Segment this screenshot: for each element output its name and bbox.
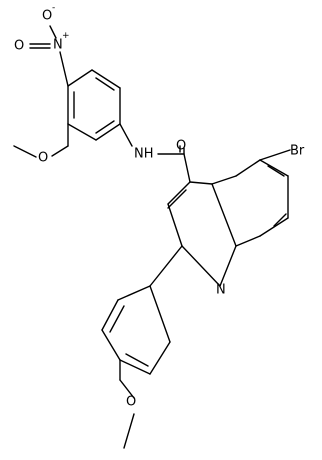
- carbonyl-o-label: O: [176, 139, 186, 154]
- nitro-o-minus-charge: -: [52, 3, 55, 13]
- amide-nh-label: NH: [134, 147, 154, 162]
- quinoline-n-label: N: [216, 283, 226, 298]
- methoxy1-o-label: O: [38, 151, 48, 166]
- nitro-group: N + O - O: [14, 3, 70, 87]
- nitro-o-minus-label: O: [42, 9, 52, 24]
- nitro-n-charge: +: [62, 31, 70, 41]
- quinoline-core: N: [167, 159, 289, 298]
- nitro-o-double-label: O: [14, 39, 24, 54]
- amide-linkage: NH O: [119, 123, 191, 183]
- methoxyphenyl-ring: [101, 245, 183, 375]
- methoxy-group-2: O: [119, 359, 136, 449]
- bromine-label: Br: [290, 144, 305, 159]
- nitrophenyl-ring: [67, 69, 121, 141]
- bromine-substituent: Br: [259, 144, 305, 161]
- methoxy2-o-label: O: [126, 395, 136, 410]
- methoxy-group-1: O: [13, 123, 69, 166]
- nitro-n-label: N: [53, 38, 63, 53]
